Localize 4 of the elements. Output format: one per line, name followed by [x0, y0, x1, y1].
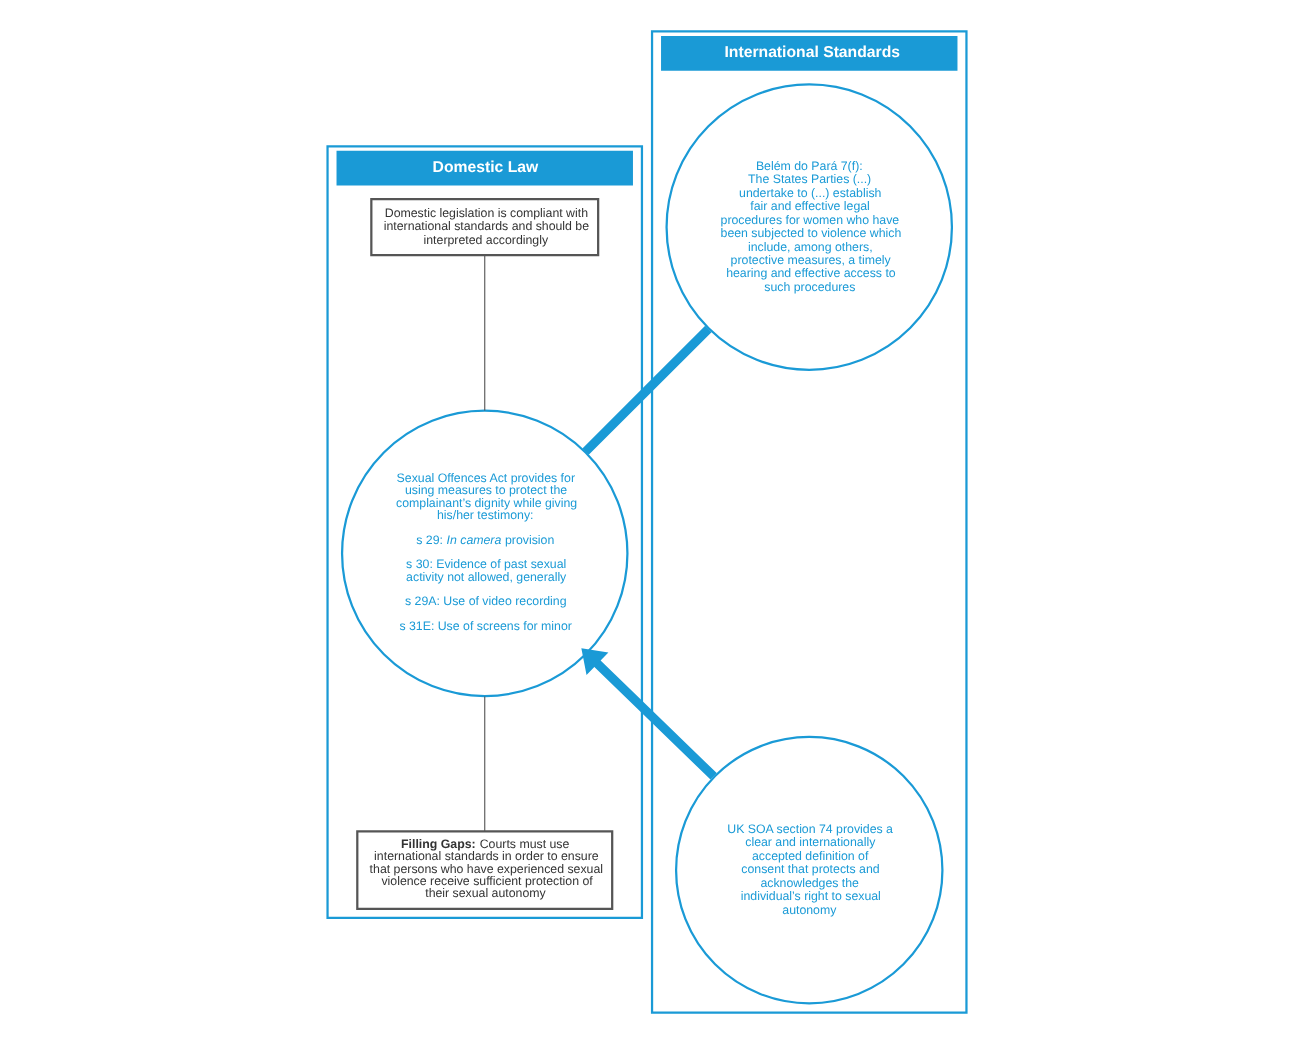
connector [483, 695, 485, 831]
connector [483, 253, 485, 410]
arrow [580, 647, 716, 779]
connector [581, 324, 711, 454]
